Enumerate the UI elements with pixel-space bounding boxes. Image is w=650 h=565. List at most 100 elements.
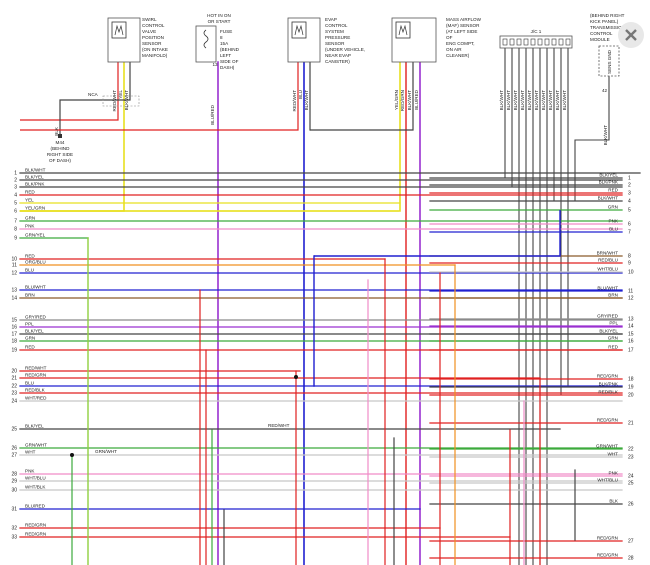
fuse-symbol	[203, 29, 209, 49]
left-pin-number: 2	[14, 178, 17, 184]
left-pin-label: RED/GRN	[25, 373, 46, 378]
evap-caption: PRESSURE	[325, 35, 350, 40]
right-pin-number: 27	[628, 539, 634, 545]
splice-dot	[294, 375, 298, 379]
jc1-wire-label: BLK/WHT	[534, 90, 539, 111]
right-pin-label: BLK/YEL	[599, 173, 618, 178]
swirl-wire-label: YEL	[118, 90, 123, 99]
right-pin-label: RED/GRN	[597, 374, 618, 379]
right-pin-number: 4	[628, 199, 631, 205]
right-pin-number: 21	[628, 421, 634, 427]
jc1-caption: J/C 1	[531, 29, 542, 34]
blu-loop	[314, 210, 561, 257]
sensor-zigzag	[294, 24, 304, 36]
left-pin-label: GRY/RED	[25, 315, 47, 320]
fuse-wire-label: BLU/RED	[210, 104, 215, 125]
left-pin-label: BLK/PNK	[25, 182, 45, 187]
right-pin-number: 14	[628, 324, 634, 330]
left-pin-label: RED/WHT	[25, 366, 47, 371]
right-pin-number: 16	[628, 339, 634, 345]
left-pin-label: RED	[25, 345, 35, 350]
left-pin-number: 30	[11, 488, 17, 494]
evap-caption: CANISTER)	[325, 59, 350, 64]
fuse-caption: SIDE OF	[220, 59, 239, 64]
jc1-pin	[551, 38, 557, 46]
left-pin-label: RED/GRN	[25, 532, 46, 537]
jc1-pin	[544, 38, 550, 46]
evap-wire-label: BLK/WHT	[304, 90, 309, 111]
swirl-sensor-icon	[111, 21, 127, 39]
left-pin-number: 5	[14, 201, 17, 207]
tcm-pin-number: 42	[602, 88, 608, 93]
left-pin-number: 10	[11, 257, 17, 263]
right-pin-number: 25	[628, 481, 634, 487]
right-pin-label: PNK	[609, 471, 619, 476]
left-pin-number: 31	[11, 507, 17, 513]
left-pin-number: 24	[11, 399, 17, 405]
right-pin-number: 1	[628, 176, 631, 182]
left-pin-label: RED	[25, 190, 35, 195]
left-pin-label: WHT/BLU	[25, 476, 46, 481]
grn-wht-mid-label: GRN/WHT	[95, 449, 117, 454]
left-pin-number: 9	[14, 236, 17, 242]
tcm-wire-label: BLK/WHT	[603, 125, 608, 146]
jc1-pin	[516, 38, 522, 46]
left-pin-label: GRN	[25, 336, 35, 341]
right-pin-number: 2	[628, 183, 631, 189]
sensor-zigzag	[114, 24, 124, 36]
left-pin-label: RED	[25, 254, 35, 259]
right-pin-label: RED/BLU	[598, 258, 618, 263]
close-icon[interactable]	[618, 22, 644, 48]
left-pin-label: ORG/BLU	[25, 260, 46, 265]
evap-caption: CONTROL	[325, 23, 348, 28]
ground-caption: OF DASH)	[49, 158, 71, 163]
left-pin-number: 26	[11, 446, 17, 452]
left-pin-label: BLK/YEL	[25, 329, 44, 334]
right-pin-label: RED/GRN	[597, 536, 618, 541]
fuse-caption: (BEHIND	[220, 47, 240, 52]
right-pin-number: 15	[628, 332, 634, 338]
right-pin-label: RED/GRN	[597, 418, 618, 423]
jc1-pin	[502, 38, 508, 46]
left-pin-label: PNK	[25, 469, 35, 474]
right-pin-label: BLU/WHT	[597, 286, 618, 291]
right-pin-label: GRY/RED	[597, 314, 619, 319]
jc1-pin	[509, 38, 515, 46]
right-pin-label: WHT/BLU	[597, 478, 618, 483]
fuse-pin: 13	[212, 62, 218, 67]
left-pin-label: BLU	[25, 268, 34, 273]
left-pin-number: 17	[11, 332, 17, 338]
left-pin-label: PPL	[25, 322, 34, 327]
right-pin-number: 28	[628, 556, 634, 562]
left-pin-label: BLU/RED	[25, 504, 46, 509]
fuse-caption: 8	[220, 35, 223, 40]
right-pin-number: 18	[628, 377, 634, 383]
left-pin-label: BLK/YEL	[25, 175, 44, 180]
jc1-pin	[537, 38, 543, 46]
right-pin-number: 19	[628, 385, 634, 391]
red-wht-mid-label: RED/WHT	[268, 423, 290, 428]
left-pin-label: BLU	[25, 381, 34, 386]
maf-wire-label: BLU/RED	[414, 89, 419, 110]
maf-caption: MASS AIRFLOW	[446, 17, 482, 22]
wires-layer	[19, 47, 641, 565]
tcm-caption: TRANSMISSION	[590, 25, 625, 30]
right-pin-number: 20	[628, 393, 634, 399]
right-pin-number: 13	[628, 317, 634, 323]
jc1-wire-label: BLK/WHT	[555, 90, 560, 111]
jc1-wire-label: BLK/WHT	[499, 90, 504, 111]
maf-yel-grn-wire	[20, 62, 401, 212]
left-pin-label: RED/GRN	[25, 523, 46, 528]
right-pin-label: RED/GRN	[597, 553, 618, 558]
right-pin-number: 6	[628, 222, 631, 228]
hot-caption: HOT IN ON	[207, 13, 231, 18]
right-pin-number: 9	[628, 261, 631, 267]
tcm-caption: (BEHIND RIGHT	[590, 13, 625, 18]
right-pin-label: BLK/PNK	[599, 382, 619, 387]
left-pin-number: 3	[14, 185, 17, 191]
tcm-box	[598, 45, 620, 77]
right-pin-number: 22	[628, 447, 634, 453]
right-pin-label: WHT	[608, 452, 619, 457]
